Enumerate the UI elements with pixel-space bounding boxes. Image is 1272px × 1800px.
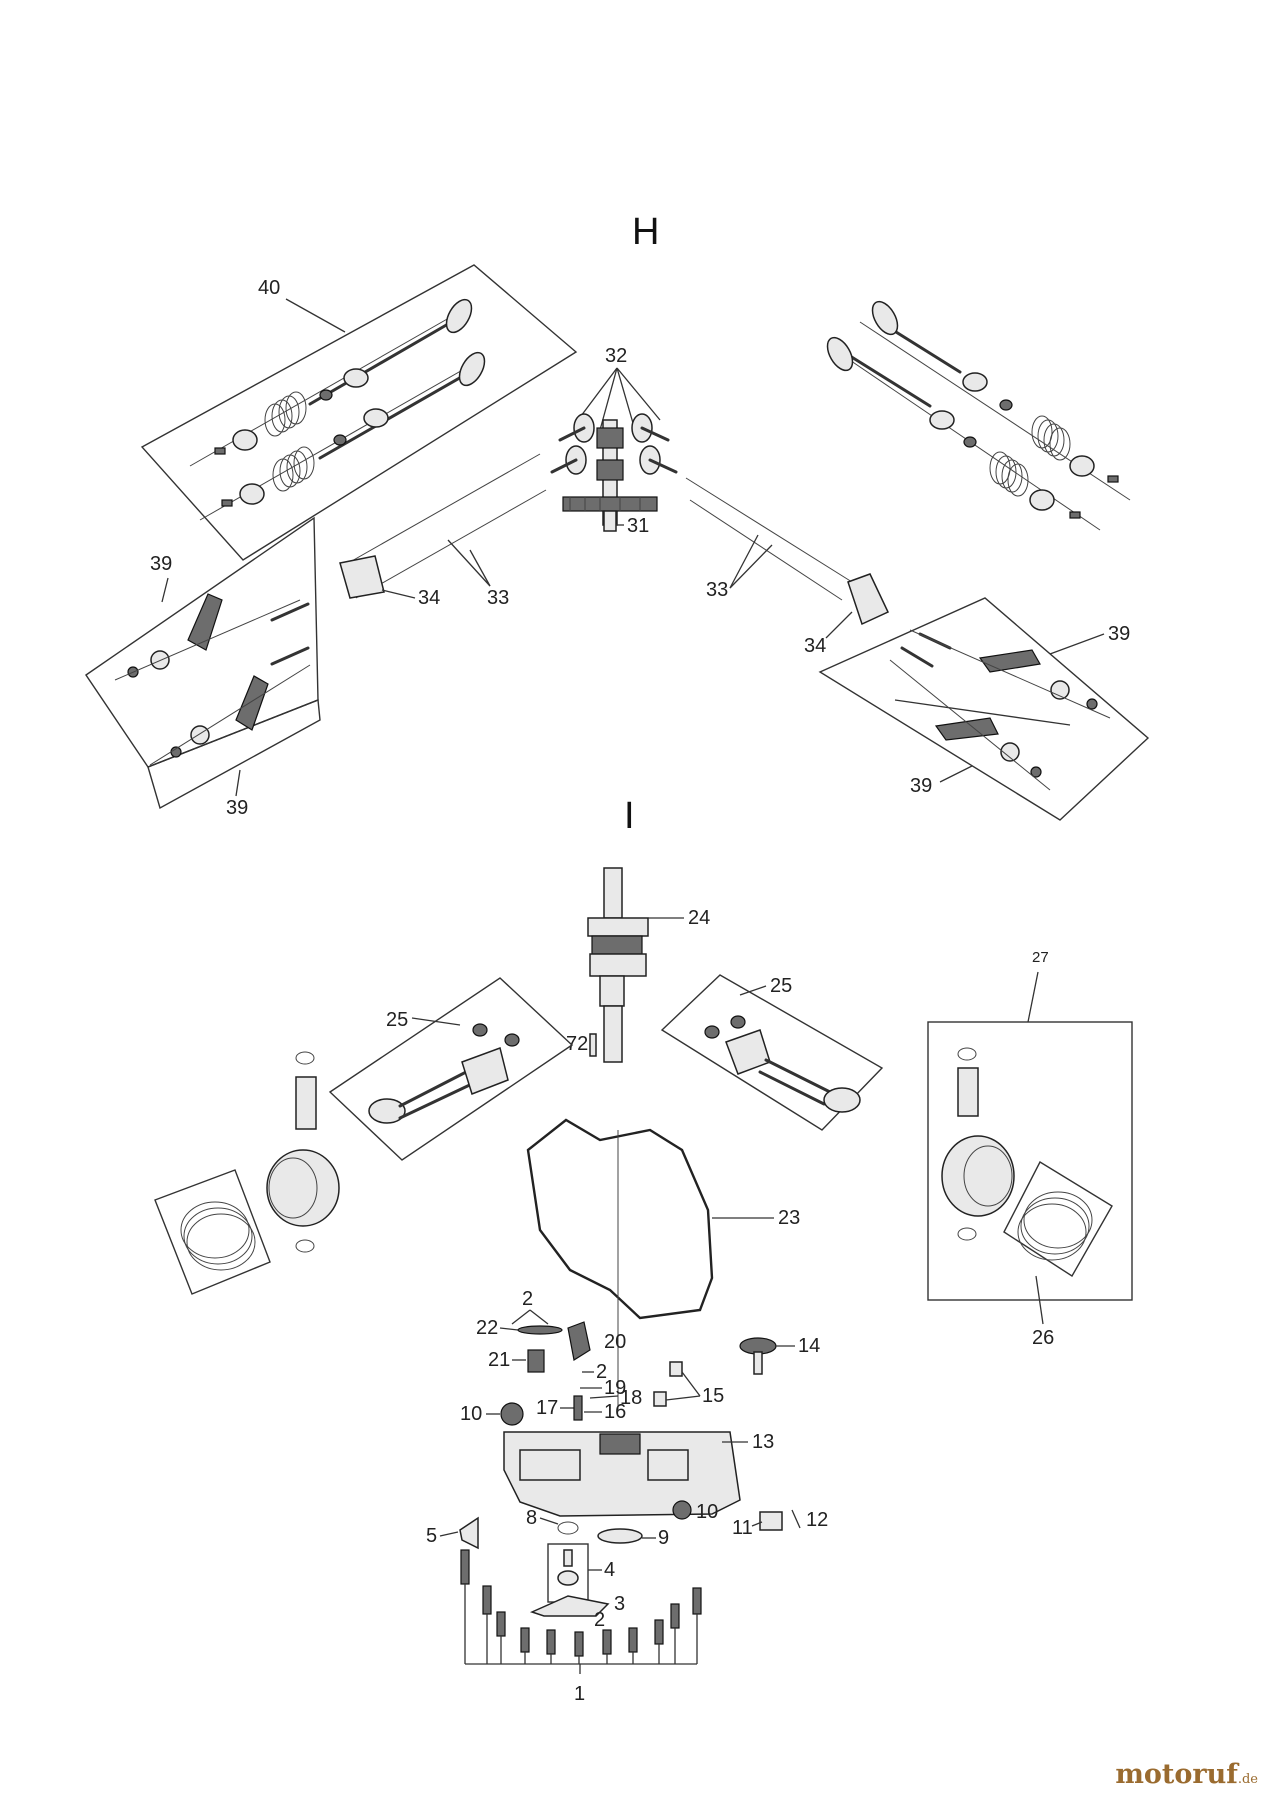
callout-34-left: 34: [418, 587, 440, 609]
callout-39-left-top: 39: [150, 553, 172, 575]
callout-24: 24: [688, 907, 710, 929]
conrod-box-left: [328, 977, 574, 1161]
watermark-logo: motoruf.de: [1115, 1759, 1258, 1790]
callout-20: 20: [604, 1331, 626, 1353]
oil-seal: [597, 1528, 643, 1544]
rocker-arm-left: [114, 593, 311, 766]
callout-17: 17: [536, 1397, 558, 1419]
callout-22: 22: [476, 1317, 498, 1339]
callout-2-top: 2: [522, 1288, 533, 1310]
governor-bracket: [527, 1349, 545, 1373]
callout-21: 21: [488, 1349, 510, 1371]
callout-14: 14: [798, 1335, 820, 1357]
callout-27: 27: [1032, 949, 1049, 966]
piston-rings-right: [1017, 1191, 1093, 1261]
rocker-arm-right: [889, 629, 1111, 791]
callout-2-bottom: 2: [594, 1609, 605, 1631]
governor-blade: [567, 1321, 591, 1361]
ring-box-right: [1003, 1161, 1113, 1277]
conrod-right: [704, 1015, 861, 1113]
tappets: [550, 413, 678, 475]
callout-19: 19: [604, 1377, 626, 1399]
bracket: [459, 1516, 479, 1550]
callout-11: 11: [732, 1517, 753, 1539]
rocker-box-right: [818, 597, 1150, 821]
camshaft: [562, 419, 658, 532]
oil-seal-right: [672, 1500, 692, 1520]
conrod-box-right: [660, 974, 884, 1131]
governor-washer: [517, 1325, 563, 1335]
callout-15: 15: [702, 1385, 724, 1407]
callout-5: 5: [426, 1525, 437, 1547]
callout-23: 23: [778, 1207, 800, 1229]
callout-33-right: 33: [706, 579, 728, 601]
drain-plug: [759, 1511, 783, 1531]
piston-box-right: [927, 1021, 1133, 1301]
callout-39-right-top: 39: [1108, 623, 1130, 645]
callout-10-right: 10: [696, 1501, 718, 1523]
rocker-box-left-lower: [147, 699, 321, 810]
callout-25-right: 25: [770, 975, 792, 997]
callout-72: 72: [566, 1033, 588, 1055]
section-label-i: I: [624, 795, 635, 837]
callout-32: 32: [605, 345, 627, 367]
callout-10-left: 10: [460, 1403, 482, 1425]
callout-3: 3: [614, 1593, 625, 1615]
oil-seal-left: [500, 1402, 524, 1426]
callout-33-left: 33: [487, 587, 509, 609]
valve-kit-box-left: [140, 264, 578, 561]
callout-12: 12: [806, 1509, 828, 1531]
callout-4: 4: [604, 1559, 615, 1581]
dowel-pin-b: [653, 1391, 667, 1407]
callout-40: 40: [258, 277, 280, 299]
woodruff-key: [589, 1033, 597, 1057]
ring-box-left: [154, 1169, 271, 1295]
callout-2-mid: 2: [596, 1361, 607, 1383]
callout-39-right-bottom: 39: [910, 775, 932, 797]
piston-right: [941, 1047, 1015, 1241]
governor-shaft: [573, 1395, 583, 1421]
guide-plate-right: [847, 573, 890, 626]
callout-39-left-bottom: 39: [226, 797, 248, 819]
callout-18: 18: [620, 1387, 642, 1409]
conrod-left: [368, 1023, 520, 1124]
watermark-suffix: .de: [1237, 1772, 1258, 1787]
callout-25-left: 25: [386, 1009, 408, 1031]
callout-16: 16: [604, 1401, 626, 1423]
valve-assembly-right: [826, 300, 1131, 531]
crankcase-gasket: [526, 1118, 714, 1320]
o-ring: [557, 1521, 579, 1535]
crankshaft: [587, 867, 649, 1063]
section-label-h: H: [632, 211, 659, 253]
callout-9: 9: [658, 1527, 669, 1549]
piston-left: [266, 1051, 340, 1253]
oil-plate: [529, 1595, 610, 1617]
dowel-pin-a: [669, 1361, 683, 1377]
guide-plate-left: [339, 555, 385, 599]
callout-34-right: 34: [804, 635, 826, 657]
washer-12: [791, 1509, 801, 1529]
watermark-main: motoruf: [1115, 1759, 1238, 1790]
callout-8: 8: [526, 1507, 537, 1529]
callout-13: 13: [752, 1431, 774, 1453]
callout-31: 31: [627, 515, 649, 537]
piston-rings-left: [180, 1201, 256, 1271]
callout-1: 1: [574, 1683, 585, 1705]
callout-26: 26: [1032, 1327, 1054, 1349]
valve-assembly-left: [189, 298, 486, 521]
